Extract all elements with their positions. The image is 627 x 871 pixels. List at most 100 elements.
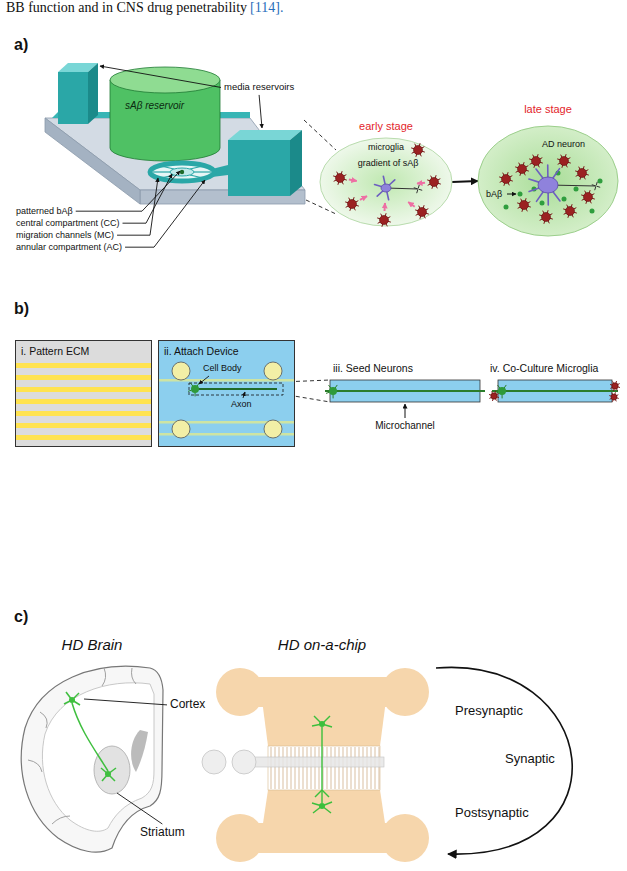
- micro-channels: [331, 747, 332, 789]
- part-label: sAβ reservoir: [125, 100, 184, 112]
- micro-channels: [363, 747, 364, 789]
- microglia-cell: [542, 213, 551, 222]
- gradient-label: gradient of sAβ: [358, 158, 419, 168]
- amyloid-dot: [518, 192, 523, 197]
- microglia-cell: [532, 157, 541, 166]
- microglia-cell: [414, 146, 423, 155]
- migration-arrow: [349, 180, 357, 181]
- step-heading: iv. Co-Culture Microglia: [490, 362, 598, 374]
- annular-compartment: [161, 166, 174, 169]
- brain-section: [21, 666, 163, 852]
- micro-channels: [319, 747, 320, 789]
- step-heading: iii. Seed Neurons: [333, 362, 413, 374]
- microglia-cell: [416, 206, 429, 219]
- neuron-cell: [498, 385, 500, 387]
- stage-oval-shape: [318, 120, 454, 228]
- brain-section: [102, 668, 106, 686]
- micro-channels: [279, 747, 280, 789]
- microglia-cell: [518, 199, 531, 212]
- step-panel: ii. Attach DeviceCell BodyAxon: [158, 340, 295, 447]
- microglia-cell: [412, 144, 425, 157]
- device-port: [172, 420, 190, 438]
- leader-line: [199, 376, 209, 384]
- micro-channels: [327, 747, 328, 789]
- ecm-stripe: [16, 423, 151, 428]
- neuron-cell: [387, 192, 389, 200]
- neuron-cell: [553, 169, 560, 179]
- step-panel-shape: [159, 341, 296, 448]
- neuron-pathway: [72, 703, 108, 771]
- ghost-channel: [232, 750, 256, 774]
- microglia-cell: [378, 214, 391, 227]
- neuron-cell: [191, 385, 199, 393]
- micro-channels: [271, 747, 379, 789]
- neuron-cell: [335, 385, 337, 387]
- media-reservoir: [58, 63, 98, 124]
- neuron-cell: [594, 187, 596, 190]
- brain-section: [131, 730, 148, 772]
- neuron-cell: [381, 184, 391, 192]
- hd-chip: [319, 803, 325, 809]
- media-reservoir: [290, 130, 302, 196]
- microglia-cell: [611, 394, 617, 400]
- device-port: [172, 362, 190, 380]
- stage-heading: late stage: [524, 103, 572, 116]
- media-reservoir: [228, 130, 302, 196]
- microglia-cell: [348, 200, 357, 209]
- neuron-pathway: [322, 790, 329, 797]
- media-reservoir: [58, 72, 88, 124]
- axon: [492, 390, 618, 392]
- annular-compartment: [180, 170, 184, 174]
- part-label: media reservoirs: [224, 82, 294, 93]
- annular-compartment: [190, 175, 203, 178]
- figure-title: HD on-a-chip: [278, 636, 366, 653]
- neuron-cell: [504, 385, 506, 387]
- panel-letter: c): [14, 608, 28, 626]
- cell-label: AD neuron: [542, 139, 585, 149]
- neuron-cell: [329, 387, 337, 395]
- step-panel: iv. Co-Culture Microglia: [488, 362, 622, 412]
- brain-section: [52, 816, 70, 824]
- neuron-cell: [547, 193, 549, 205]
- microglia-cell: [334, 172, 347, 185]
- micro-channels: [371, 747, 372, 789]
- axon: [325, 390, 485, 392]
- micro-channels: [375, 747, 376, 789]
- microglia-cell: [489, 391, 498, 400]
- neuron-cell: [536, 192, 543, 202]
- part-label: Microchannel: [375, 420, 434, 432]
- part-label: Cell Body: [203, 363, 242, 373]
- device-port: [264, 362, 282, 380]
- micro-channels: [311, 747, 312, 789]
- step-panel: i. Pattern ECM: [15, 340, 152, 447]
- brain-section: [105, 771, 111, 777]
- microglia-cell: [558, 155, 571, 168]
- hd-chip: [202, 668, 429, 862]
- amyloid-dot: [598, 179, 603, 184]
- stage-oval: early stagemicrogliagradient of sAβ: [318, 120, 454, 228]
- zoom-box: [189, 383, 283, 395]
- annular-compartment: [170, 168, 194, 176]
- ecm-stripe: [16, 375, 151, 380]
- microglia-cell: [502, 175, 511, 184]
- media-reservoir: [228, 140, 290, 196]
- amyloid-dot: [590, 209, 595, 214]
- brain-section: [69, 697, 75, 703]
- annular-compartment: [161, 175, 174, 178]
- citation: [114].: [250, 0, 283, 16]
- micro-channels: [355, 747, 356, 789]
- neuron-cell: [502, 395, 503, 398]
- hd-chip: [268, 746, 380, 790]
- migration-arrow: [360, 196, 367, 200]
- brain-section: [42, 683, 154, 831]
- region-label: Presynaptic: [455, 704, 523, 719]
- amyloid-dot: [574, 187, 579, 192]
- leader-line: [507, 194, 516, 195]
- migration-arrow: [417, 182, 425, 185]
- micro-channels: [347, 747, 348, 789]
- neuron-cell: [547, 165, 549, 177]
- amyloid-label: bAβ: [486, 189, 502, 199]
- hd-chip: [216, 668, 429, 862]
- leader-line: [84, 699, 167, 705]
